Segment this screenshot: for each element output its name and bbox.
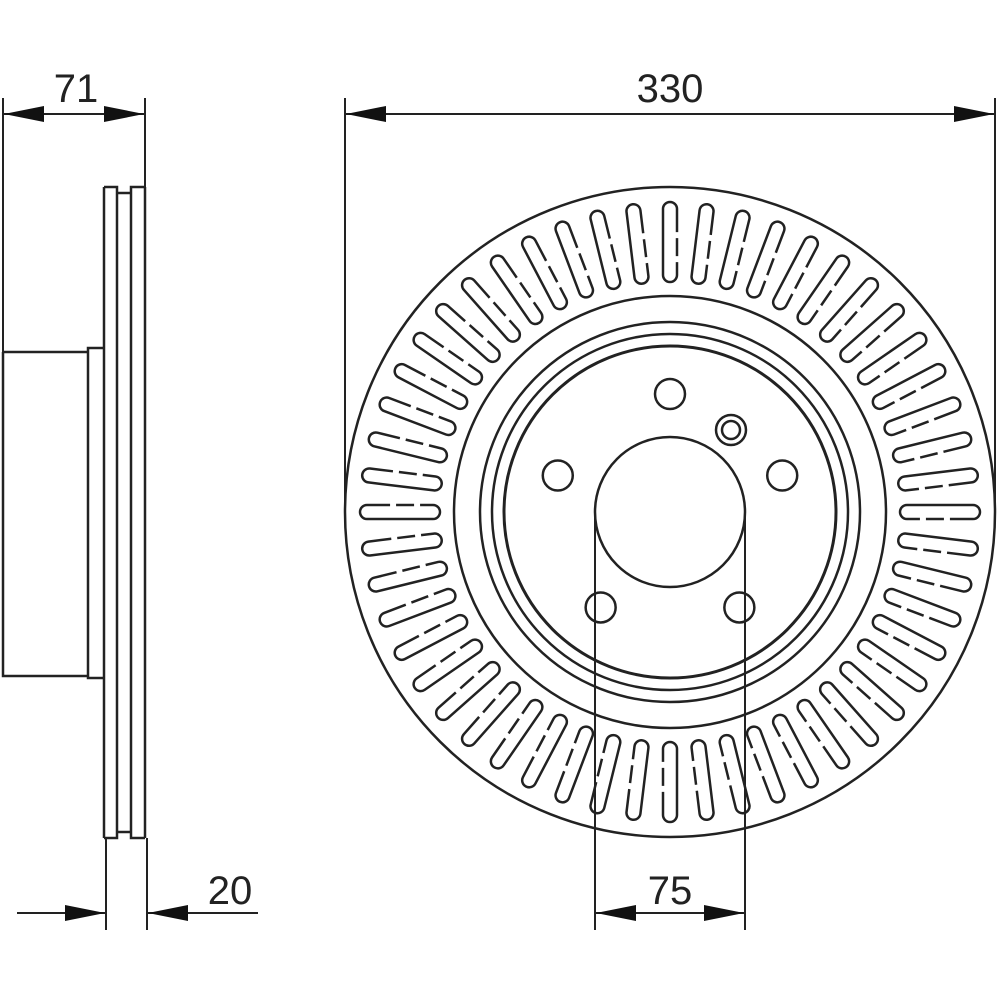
- vent-slot: [871, 362, 947, 411]
- vent-slot: [460, 276, 522, 343]
- vent-slot: [520, 713, 569, 789]
- vent-slot: [589, 209, 622, 291]
- vent-slot: [891, 560, 973, 593]
- vent-slot: [554, 220, 595, 299]
- vent-slot: [661, 200, 679, 284]
- vent-slot: [796, 254, 851, 326]
- bolt-hole: [541, 459, 575, 492]
- vent-slot: [771, 713, 820, 789]
- vent-slot: [839, 302, 906, 364]
- bolt-hole: [584, 591, 617, 624]
- vent-slot: [412, 638, 484, 693]
- vent-slot: [818, 681, 880, 748]
- vent-slot: [871, 613, 947, 662]
- vent-slot: [898, 503, 982, 521]
- vent-slot: [367, 560, 449, 593]
- vent-slot: [360, 467, 443, 492]
- vent-slot: [883, 396, 962, 437]
- dim-71-label: 71: [54, 67, 99, 111]
- hat-section: [1, 346, 104, 680]
- vent-slot: [718, 209, 751, 291]
- dim-75-label: 75: [648, 869, 693, 913]
- vent-slot: [883, 587, 962, 628]
- vent-slot: [661, 740, 679, 824]
- vent-slot: [489, 698, 544, 770]
- bolt-holes: [541, 377, 799, 624]
- vent-slot: [554, 725, 595, 804]
- vent-slot: [718, 733, 751, 815]
- vent-slot: [358, 503, 442, 521]
- vent-slots: [358, 200, 982, 824]
- vent-slot: [839, 660, 906, 722]
- locating-hole-outer: [714, 413, 748, 447]
- vent-slot: [393, 362, 469, 411]
- vent-slot: [897, 467, 980, 492]
- hat-ring-outer: [478, 320, 862, 704]
- vent-slot: [625, 739, 650, 822]
- vent-slot: [745, 725, 786, 804]
- vent-slot: [625, 202, 650, 285]
- vent-slot: [745, 220, 786, 299]
- vent-slot: [520, 235, 569, 311]
- vent-slot: [460, 681, 522, 748]
- vent-slot: [818, 276, 880, 343]
- disc-outer-edge: [343, 185, 997, 839]
- vent-slot: [434, 302, 501, 364]
- center-bore: [593, 435, 747, 589]
- vent-slot: [589, 733, 622, 815]
- dim-330-label: 330: [637, 67, 704, 111]
- vent-slot: [856, 638, 928, 693]
- vent-slot: [771, 235, 820, 311]
- hat-ring-inner: [502, 344, 838, 680]
- vent-slot: [393, 613, 469, 662]
- vent-slot: [378, 396, 457, 437]
- vent-slot: [489, 254, 544, 326]
- dim-20-label: 20: [208, 869, 253, 913]
- bolt-hole: [653, 377, 687, 411]
- disc-plates: [102, 185, 147, 840]
- vent-inner-edge: [452, 294, 888, 730]
- vent-slot: [690, 739, 715, 822]
- side-view: 71 20: [1, 67, 258, 930]
- vent-slot: [434, 660, 501, 722]
- bolt-hole: [723, 591, 756, 624]
- vent-slot: [360, 532, 443, 557]
- hat-ring-mid: [490, 332, 850, 692]
- locating-hole-inner: [720, 419, 742, 441]
- vent-slot: [378, 587, 457, 628]
- front-view: 330 75: [343, 67, 997, 930]
- vent-slot: [796, 698, 851, 770]
- vent-slot: [412, 331, 484, 386]
- vent-slot: [891, 431, 973, 464]
- vent-slot: [367, 431, 449, 464]
- bolt-hole: [765, 459, 799, 492]
- vent-slot: [897, 532, 980, 557]
- vent-slot: [690, 202, 715, 285]
- vent-slot: [856, 331, 928, 386]
